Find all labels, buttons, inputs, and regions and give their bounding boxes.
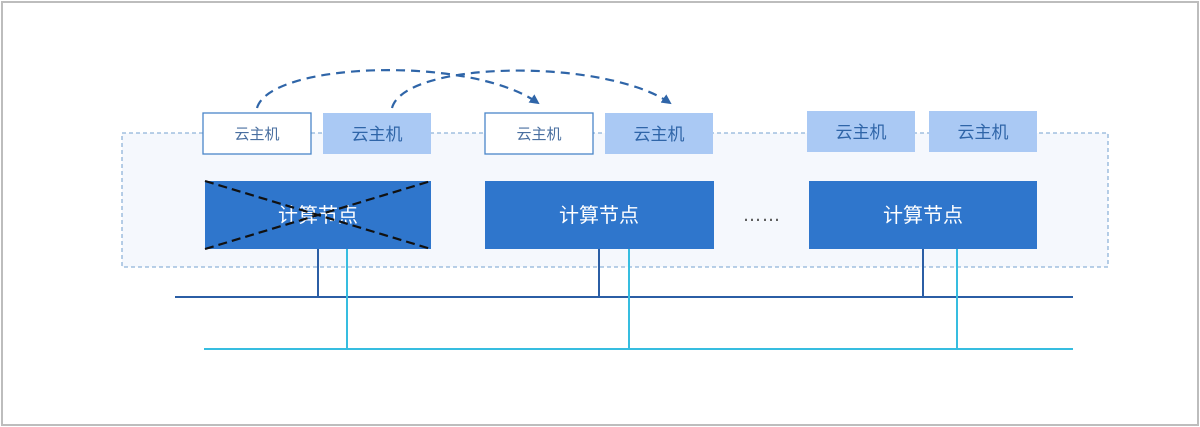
- migration-arrow-1: [255, 69, 540, 109]
- more-nodes-ellipsis: ……: [743, 205, 781, 226]
- vm-2a-label: 云主机: [516, 125, 561, 143]
- failure-cross-line-2: [204, 179, 432, 251]
- vm-3a-filled: 云主机: [807, 111, 915, 152]
- vm-1a-label: 云主机: [234, 125, 279, 143]
- vm-2b-label: 云主机: [634, 125, 685, 145]
- compute-node-2: 计算节点: [485, 181, 714, 249]
- vm-1a-outline: 云主机: [202, 112, 312, 155]
- compute-node-3-label: 计算节点: [883, 203, 963, 227]
- vm-3b-filled: 云主机: [929, 111, 1037, 152]
- vm-3b-label: 云主机: [958, 123, 1009, 143]
- vm-1b-label: 云主机: [352, 125, 403, 145]
- compute-node-2-label: 计算节点: [559, 203, 639, 227]
- migration-arrow-2: [390, 69, 672, 109]
- vm-3a-label: 云主机: [836, 123, 887, 143]
- compute-node-1: 计算节点: [204, 179, 432, 251]
- vm-1b-filled: 云主机: [323, 113, 431, 154]
- compute-node-3: 计算节点: [809, 181, 1037, 249]
- vm-2a-outline: 云主机: [484, 112, 594, 155]
- vm-2b-filled: 云主机: [605, 113, 713, 154]
